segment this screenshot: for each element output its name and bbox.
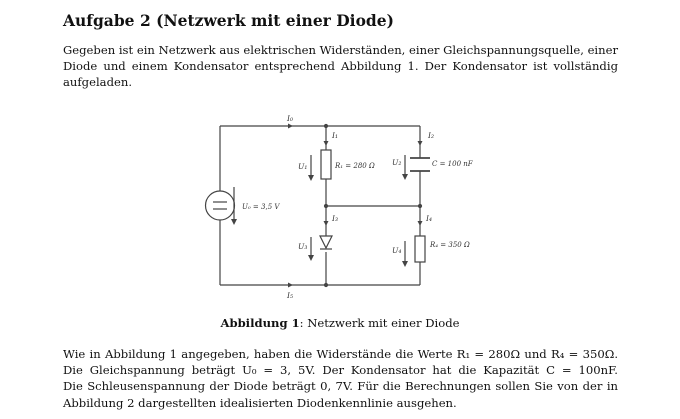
figure-caption: Abbildung 1: Netzwerk mit einer Diode [0,316,680,330]
voltage-source-symbol [204,190,236,221]
label-i2: I₂ [427,131,434,140]
intro-line: aufgeladen. [63,75,133,90]
label-u1: U₁ [298,162,307,171]
junction-dot [323,203,329,209]
label-i0: I₀ [286,114,293,123]
label-u2: U₂ [392,158,401,167]
circuit-figure: I₀ I₁ I₂ I₃ I₄ I₅ U₁ U₂ U₃ U₄ U₀ = 3,5 V… [190,113,490,303]
caption-text: : Netzwerk mit einer Diode [299,316,460,330]
intro-line: Diode und einem Kondensator entsprechend… [63,59,618,74]
outro-paragraph: Wie in Abbildung 1 angegeben, haben die … [63,346,618,411]
junction-dot [323,282,329,288]
diode-triangle [319,235,333,250]
exercise-heading: Aufgabe 2 (Netzwerk mit einer Diode) [63,11,394,30]
junction-dot [417,203,423,209]
label-source: U₀ = 3,5 V [242,203,280,211]
outro-line: Die Gleichspannung beträgt U₀ = 3, 5V. D… [63,363,618,378]
outro-line: Die Schleusenspannung der Diode beträgt … [63,379,618,394]
label-r4: R₄ = 350 Ω [429,241,470,249]
resistor-r1 [320,149,332,180]
label-i5: I₅ [286,291,293,300]
label-u4: U₄ [392,246,401,255]
junction-dot [323,123,329,129]
label-i1: I₁ [331,131,338,140]
label-i3: I₃ [331,214,338,223]
label-i4: I₄ [425,214,432,223]
label-capacitor: C = 100 nF [432,160,474,168]
outro-line: Wie in Abbildung 1 angegeben, haben die … [63,347,618,361]
label-u3: U₃ [298,242,307,251]
circuit-diagram: I₀ I₁ I₂ I₃ I₄ I₅ U₁ U₂ U₃ U₄ U₀ = 3,5 V… [204,114,474,300]
intro-line: Gegeben ist ein Netzwerk aus elektrische… [63,43,619,57]
outro-line: Abbildung 2 dargestellten idealisierten … [63,395,457,410]
intro-paragraph: Gegeben ist ein Netzwerk aus elektrische… [63,42,618,91]
resistor-r4 [414,235,426,263]
label-r1: R₁ = 280 Ω [334,162,375,170]
caption-number: Abbildung 1 [220,316,300,330]
